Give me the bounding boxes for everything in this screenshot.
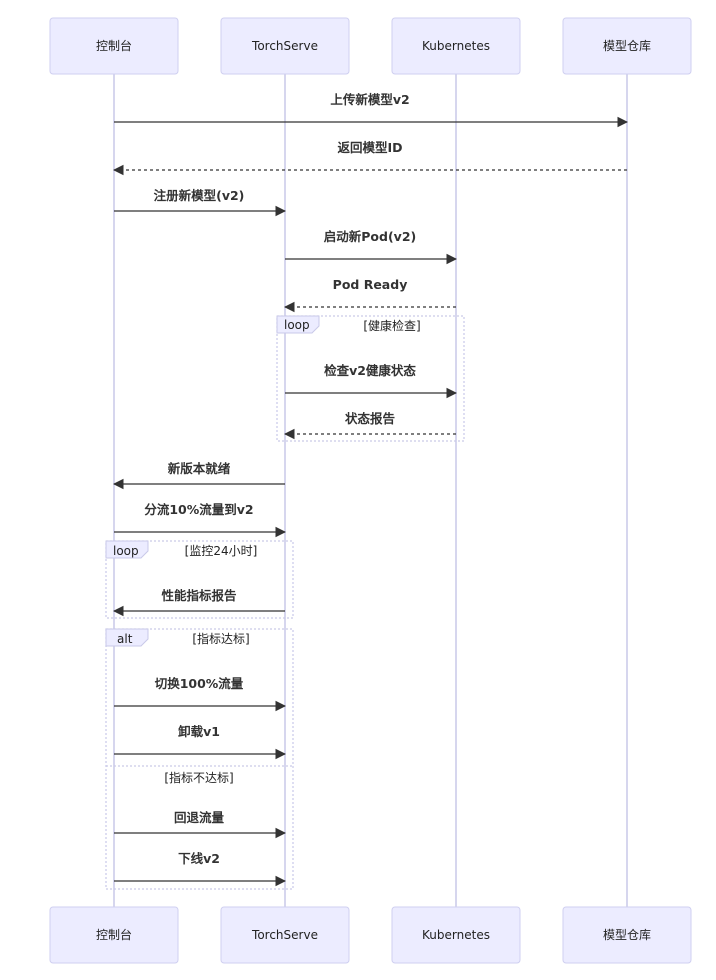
message-pod-ready: Pod Ready	[283, 277, 456, 313]
message-label: 下线v2	[178, 851, 220, 866]
frame-alt-metrics: alt [指标达标] [指标不达标]	[105, 628, 294, 890]
actor-bottom-console: 控制台	[49, 906, 179, 964]
actor-label: TorchServe	[251, 39, 318, 53]
message-offline-v2: 下线v2	[114, 851, 287, 887]
message-label: 上传新模型v2	[330, 92, 409, 107]
actor-top-model-repo: 模型仓库	[562, 17, 692, 75]
message-new-version-ready: 新版本就绪	[112, 461, 285, 490]
frame-loop-health-check: loop [健康检查]	[276, 315, 465, 442]
actor-label: 模型仓库	[603, 927, 651, 942]
message-label: 状态报告	[345, 411, 396, 426]
actor-label: 模型仓库	[603, 38, 651, 53]
actor-top-kubernetes: Kubernetes	[391, 17, 521, 75]
message-label: 返回模型ID	[337, 140, 402, 155]
message-register-model: 注册新模型(v2)	[114, 188, 287, 217]
message-label: 性能指标报告	[160, 588, 237, 603]
actor-label: 控制台	[96, 927, 132, 942]
frame-else-condition: [指标不达标]	[164, 770, 233, 785]
frame-condition: [指标达标]	[192, 631, 249, 646]
actor-label: Kubernetes	[422, 39, 490, 53]
actor-label: TorchServe	[251, 928, 318, 942]
frame-loop-monitor: loop [监控24小时]	[105, 540, 294, 619]
message-return-model-id: 返回模型ID	[112, 140, 627, 176]
message-unload-v1: 卸载v1	[114, 724, 287, 760]
message-split-traffic: 分流10%流量到v2	[114, 502, 287, 538]
actor-label: Kubernetes	[422, 928, 490, 942]
frame-condition: [健康检查]	[363, 318, 420, 333]
message-label: 启动新Pod(v2)	[324, 229, 416, 244]
message-label: 检查v2健康状态	[324, 363, 416, 378]
message-label: 切换100%流量	[155, 676, 244, 691]
actor-top-console: 控制台	[49, 17, 179, 75]
actor-bottom-model-repo: 模型仓库	[562, 906, 692, 964]
message-start-pod: 启动新Pod(v2)	[285, 229, 458, 265]
message-check-health: 检查v2健康状态	[285, 363, 458, 399]
actor-bottom-kubernetes: Kubernetes	[391, 906, 521, 964]
message-label: 分流10%流量到v2	[144, 502, 253, 517]
message-upload-model: 上传新模型v2	[114, 92, 629, 128]
frame-condition: [监控24小时]	[185, 544, 258, 558]
frame-label: alt	[117, 632, 133, 646]
message-status-report: 状态报告	[283, 411, 456, 440]
actor-label: 控制台	[96, 38, 132, 53]
message-performance-report: 性能指标报告	[112, 588, 285, 617]
message-rollback-traffic: 回退流量	[114, 810, 287, 839]
frame-label: loop	[113, 544, 139, 558]
message-label: 卸载v1	[178, 724, 220, 739]
message-label: Pod Ready	[333, 277, 408, 292]
message-switch-traffic: 切换100%流量	[114, 676, 287, 712]
actor-top-torchserve: TorchServe	[220, 17, 350, 75]
message-label: 注册新模型(v2)	[154, 188, 245, 203]
message-label: 回退流量	[174, 810, 225, 825]
message-label: 新版本就绪	[168, 461, 231, 476]
frame-label: loop	[284, 318, 310, 332]
actor-bottom-torchserve: TorchServe	[220, 906, 350, 964]
